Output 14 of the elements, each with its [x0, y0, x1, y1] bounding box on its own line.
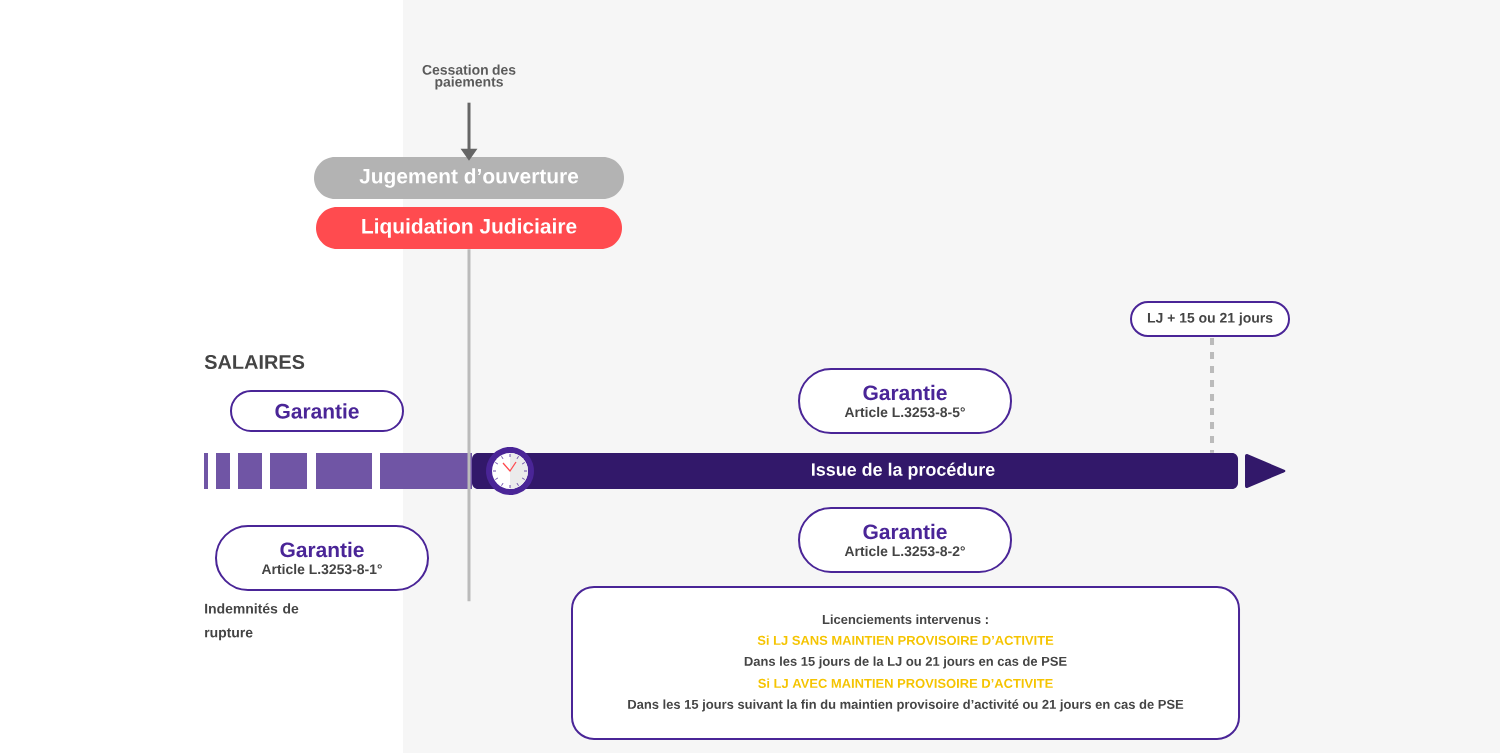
- info-box: Licenciements intervenus : Si LJ SANS MAINTIEN PROVISOIRE D’ACTIVITE Dans les 15 jours de la LJ ou 21 jours en cas de PSE Si LJ AVEC MAINTIEN PROVISOIRE D’ACTIVITE Dans les 15 jours suivant la fin du maintien provisoire d’activité ou 21 jours en cas de PSE: [571, 586, 1240, 740]
- connector-line: [1210, 338, 1214, 453]
- section-heading: SALAIRES: [204, 354, 305, 370]
- pill-box: Garantie Article L.3253-8-5°: [798, 368, 1012, 434]
- pill-box: Garantie Article L.3253-8-1°: [215, 525, 429, 591]
- pill-box: Jugement d’ouverture: [314, 157, 624, 199]
- pill-box: Garantie Article L.3253-8-2°: [798, 507, 1012, 573]
- pill-box: Liquidation Judiciaire: [316, 207, 622, 249]
- pill-box: LJ + 15 ou 21 jours: [1130, 301, 1290, 337]
- connector-line: [467, 249, 471, 602]
- pill-box: Garantie: [230, 390, 404, 432]
- annotation-text: Cessation des paiements: [422, 64, 516, 90]
- timeline-bar: Issue de la procédure: [472, 453, 1238, 489]
- note-text: Indemnités de rupture: [205, 603, 299, 641]
